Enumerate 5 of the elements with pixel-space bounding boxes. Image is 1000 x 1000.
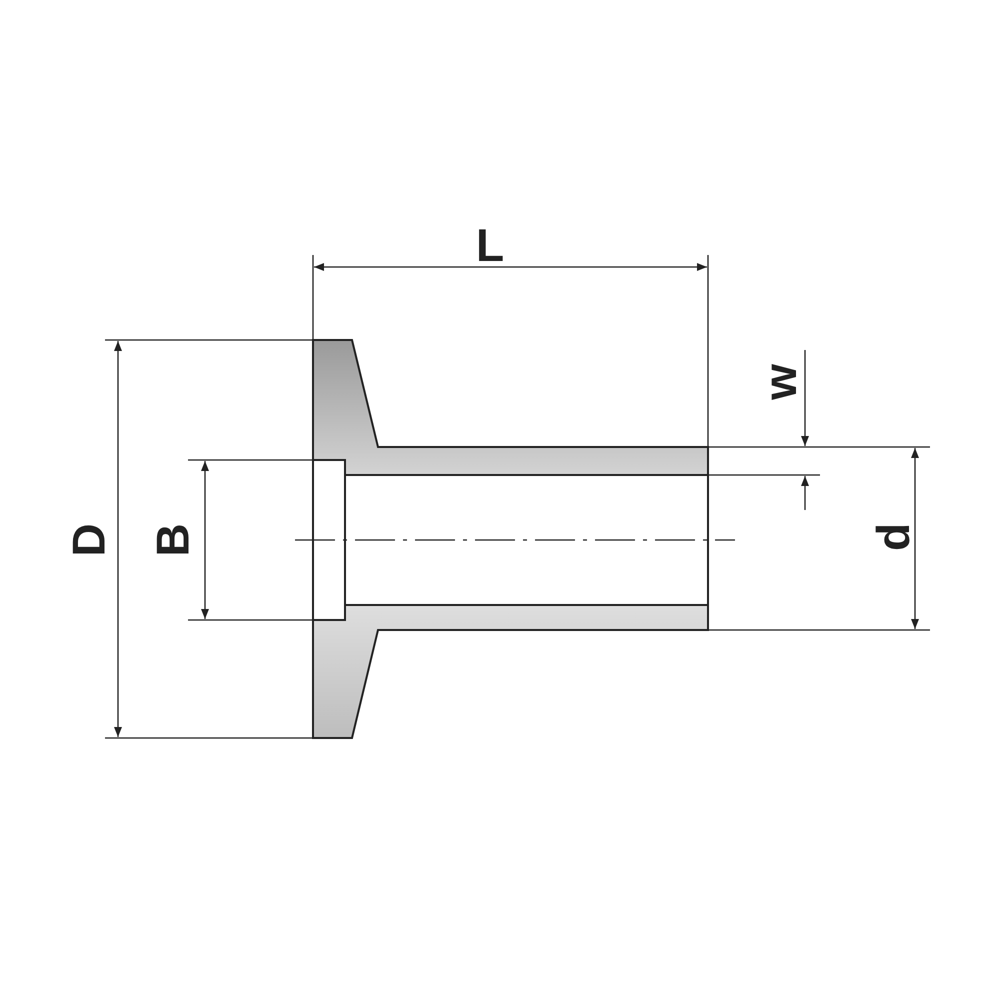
- dimension-label: w: [756, 364, 803, 400]
- dimension-label: d: [870, 522, 916, 552]
- dimension-label: D: [65, 523, 112, 557]
- dimension-label: L: [476, 222, 504, 268]
- dimension-label: B: [149, 523, 196, 557]
